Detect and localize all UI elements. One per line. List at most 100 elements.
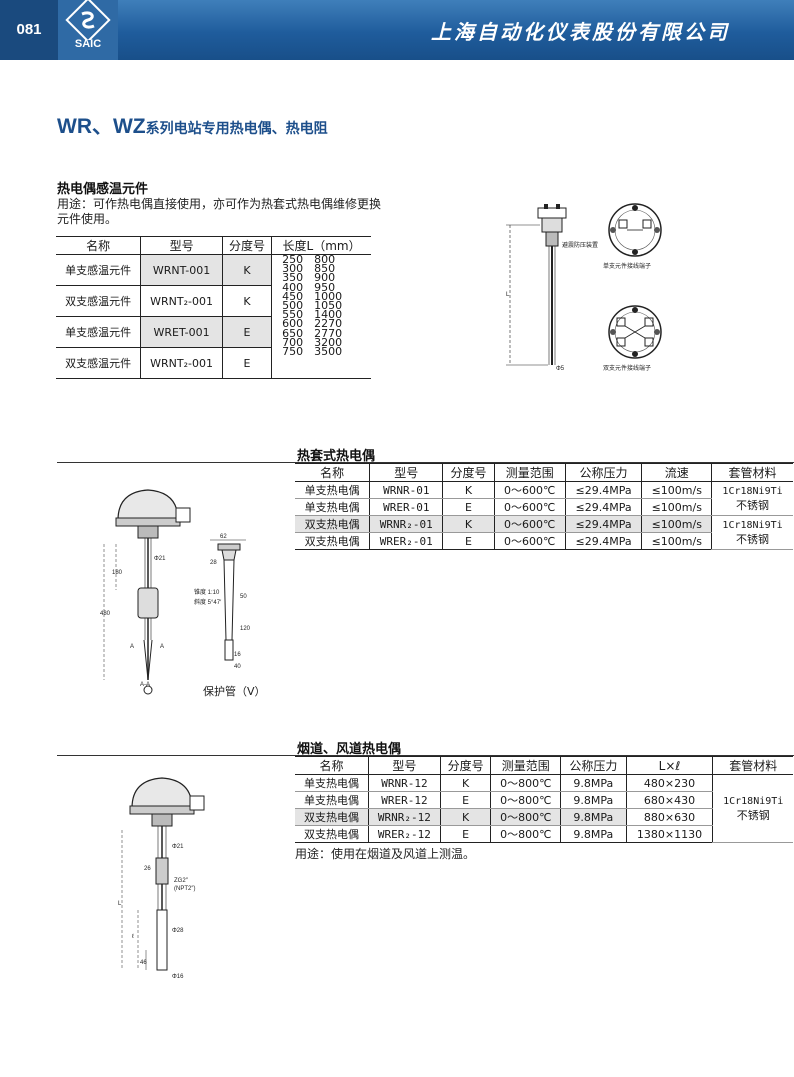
cell-range: 0～800℃ — [490, 791, 562, 809]
cell-name: 单支感温元件 — [56, 254, 142, 286]
dim-28: 28 — [210, 560, 217, 566]
col-header: 公称压力 — [560, 756, 627, 775]
cell-model: WRNR-01 — [369, 481, 444, 499]
cell-speed: ≤100m/s — [641, 498, 713, 516]
single-terminal-label: 单支元件接线端子 — [603, 262, 651, 270]
cell-grade: K — [222, 285, 273, 317]
cell-material: 1Cr18Ni9Ti 不锈钢 — [712, 774, 793, 843]
logo-icon — [65, 0, 111, 43]
cell-pressure: ≤29.4MPa — [565, 481, 643, 499]
cell-size: 680×430 — [626, 791, 714, 809]
cell-model: WRNT₂-001 — [140, 347, 223, 379]
cell-model: WRER₂-01 — [369, 532, 444, 550]
cell-pressure: 9.8MPa — [560, 774, 627, 792]
col-header: 分度号 — [222, 236, 273, 255]
table-row: 双支热电偶 WRNR₂-12 K 0～800℃ 9.8MPa 880×630 — [295, 808, 793, 826]
dim-26: 26 — [144, 866, 151, 872]
thread-zg: ZG2″ — [174, 878, 189, 884]
cell-grade: K — [442, 481, 495, 499]
cell-range: 0～600℃ — [494, 532, 566, 550]
col-header: 公称压力 — [565, 463, 643, 482]
cell-range: 0～800℃ — [490, 774, 562, 792]
dim-40: 40 — [234, 664, 241, 670]
cell-grade: K — [440, 808, 492, 826]
cell-material: 1Cr18Ni9Ti 不锈钢 — [711, 515, 793, 550]
cell-pressure: ≤29.4MPa — [565, 532, 643, 550]
cell-name: 单支热电偶 — [295, 774, 370, 792]
cell-size: 1380×1130 — [626, 825, 714, 843]
cell-grade: K — [442, 515, 495, 533]
saic-logo: SAIC — [58, 0, 118, 60]
protect-tube-label: 保护管（V） — [203, 685, 266, 698]
cell-speed: ≤100m/s — [641, 515, 713, 533]
cell-name: 双支感温元件 — [56, 285, 142, 317]
terminal-diagrams: 单支元件接线端子 双支元件接线端子 — [603, 203, 662, 372]
cell-pressure: 9.8MPa — [560, 808, 627, 826]
section-aa: A-A — [140, 682, 150, 688]
cell-model: WRNR-12 — [368, 774, 441, 792]
section3-rule — [57, 755, 794, 756]
cell-range: 0～600℃ — [494, 481, 566, 499]
col-header: L×ℓ — [626, 756, 714, 775]
col-header: 名称 — [295, 756, 370, 775]
table-row: 双支感温元件 WRNT₂-001 E — [56, 347, 371, 379]
cell-name: 双支热电偶 — [295, 532, 371, 550]
table-row: 单支热电偶 WRER-01 E 0～600℃ ≤29.4MPa ≤100m/s — [295, 498, 793, 516]
cell-grade: E — [442, 498, 495, 516]
dim-length: L — [506, 292, 510, 298]
dim-phi21: Φ21 — [172, 844, 184, 850]
material-name: 不锈钢 — [736, 808, 770, 822]
sleeve-thermocouple-drawing: Φ21 180 480 A A A-A 62 28 50 120 16 40 锥… — [100, 489, 251, 695]
cell-model: WRNT₂-001 — [140, 285, 223, 317]
material-grade: 1Cr18Ni9Ti — [723, 795, 784, 807]
cell-model: WRER-12 — [368, 791, 441, 809]
cell-size: 880×630 — [626, 808, 714, 826]
col-header: 测量范围 — [494, 463, 566, 482]
cell-model: WRNR₂-12 — [368, 808, 441, 826]
col-header: 型号 — [140, 236, 223, 255]
installation-label: 避震防压装置 — [562, 241, 598, 249]
section1-usage-line1: 用途：可作热电偶直接使用，亦可作为热套式热电偶维修更换 — [57, 197, 382, 211]
taper-label: 锥度 1:10 — [194, 588, 220, 596]
cell-name: 单支热电偶 — [295, 481, 371, 499]
table-row: 双支热电偶 WRNR₂-01 K 0～600℃ ≤29.4MPa ≤100m/s… — [295, 515, 793, 550]
col-header: 型号 — [369, 463, 444, 482]
cell-range: 0～800℃ — [490, 808, 562, 826]
cell-name: 双支热电偶 — [295, 825, 370, 843]
flue-thermocouple-drawing: Φ21 26 ZG2″ (NPT2″) L ℓ Φ28 46 Φ16 — [118, 777, 205, 980]
table-row: 单支热电偶 WRER-12 E 0～800℃ 9.8MPa 680×430 — [295, 791, 793, 809]
section1-heading: 热电偶感温元件 — [57, 182, 149, 197]
dim-phi21: Φ21 — [154, 556, 166, 562]
col-header: 测量范围 — [490, 756, 562, 775]
section-a-right: A — [160, 644, 164, 650]
section2-rule — [57, 462, 794, 463]
thread-npt: (NPT2″) — [174, 886, 195, 892]
table-row: 双支热电偶 WRER₂-01 E 0～600℃ ≤29.4MPa ≤100m/s — [295, 532, 793, 550]
cell-range: 0～800℃ — [490, 825, 562, 843]
col-header: 套管材料 — [712, 756, 793, 775]
double-terminal-label: 双支元件接线端子 — [603, 364, 651, 372]
dim-46: 46 — [140, 960, 147, 966]
logo-text: SAIC — [74, 38, 102, 50]
dim-480: 480 — [100, 611, 111, 617]
dim-16: 16 — [234, 652, 241, 658]
cell-speed: ≤100m/s — [641, 532, 713, 550]
col-header: 长度L（mm） — [271, 236, 371, 255]
cell-model: WRER₂-12 — [368, 825, 441, 843]
col-header: 流速 — [641, 463, 713, 482]
cell-model: WRNT-001 — [140, 254, 223, 286]
material-name: 不锈钢 — [736, 498, 770, 512]
cell-model: WRNR₂-01 — [369, 515, 444, 533]
cell-range: 0～600℃ — [494, 498, 566, 516]
